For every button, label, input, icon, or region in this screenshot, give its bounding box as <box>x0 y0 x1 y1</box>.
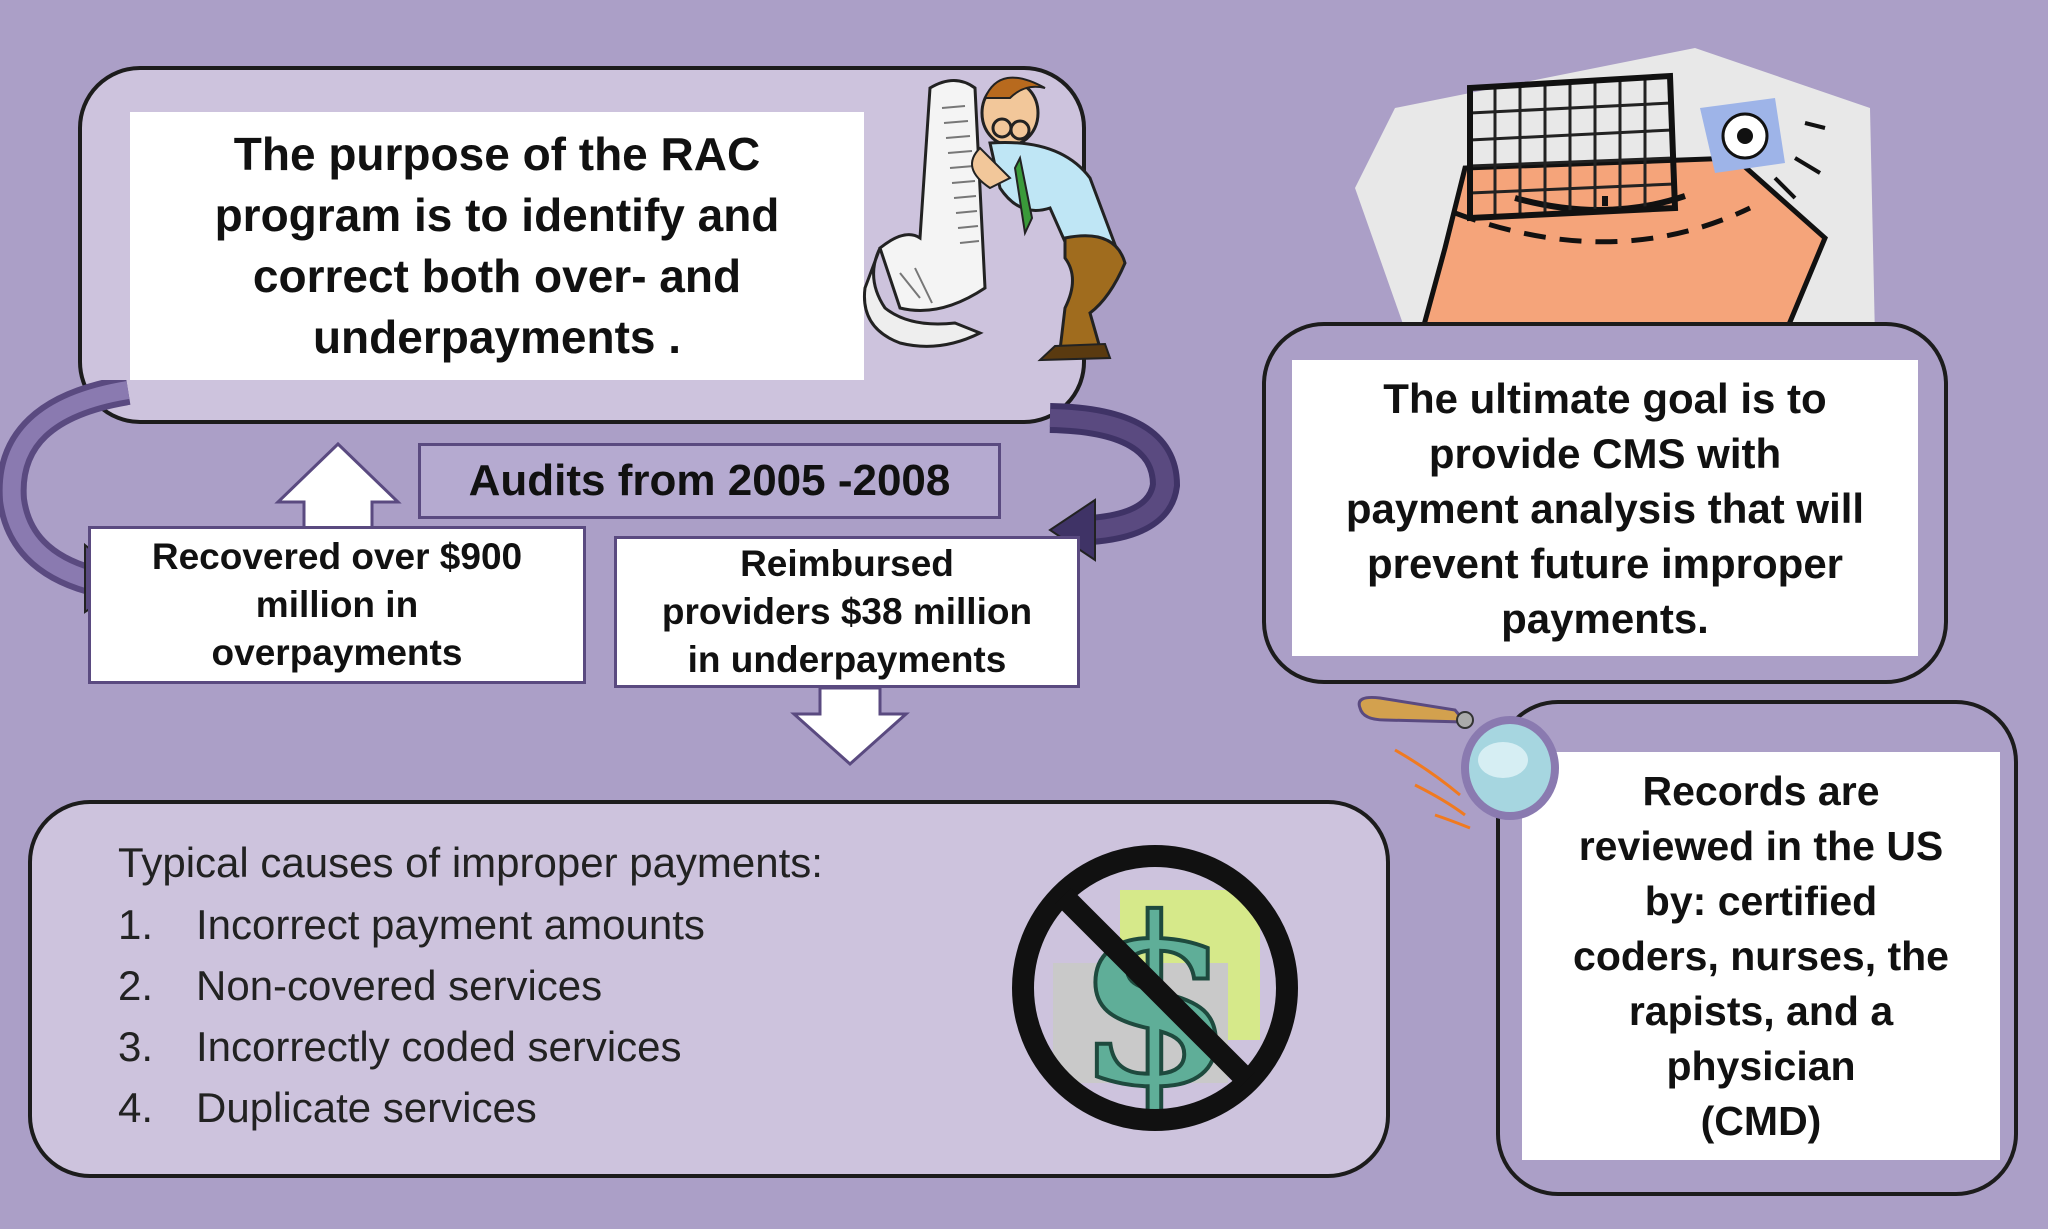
list-item: 1. Incorrect payment amounts <box>118 894 823 955</box>
soccer-goal-icon <box>1355 48 1875 361</box>
causes-title: Typical causes of improper payments: <box>118 839 823 886</box>
reimbursed-line: providers $38 million <box>661 591 1033 632</box>
list-item-number: 3. <box>118 1022 154 1070</box>
causes-content: Typical causes of improper payments: 1. … <box>118 832 823 1138</box>
purpose-line: The purpose of the RAC <box>233 128 761 180</box>
up-arrow <box>274 441 402 530</box>
recovered-box: Recovered over $900 million in overpayme… <box>88 526 586 684</box>
reimbursed-line: Reimbursed <box>740 543 954 584</box>
magnifying-glass-icon <box>1357 696 1559 830</box>
down-arrow <box>790 686 910 767</box>
purpose-text-box: The purpose of the RAC program is to ide… <box>130 112 864 380</box>
list-item-number: 2. <box>118 961 154 1009</box>
goal-line: prevent future improper <box>1366 539 1844 587</box>
reimbursed-line: in underpayments <box>687 639 1007 680</box>
records-line: physician <box>1666 1042 1856 1089</box>
records-line: Records are <box>1642 767 1880 814</box>
list-item-number: 1. <box>118 900 154 948</box>
records-line: by: certified <box>1644 877 1878 924</box>
right-curved-arrow <box>1048 403 1181 562</box>
goal-line: provide CMS with <box>1428 429 1782 477</box>
goal-line: payment analysis that will <box>1345 484 1865 532</box>
recovered-line: Recovered over $900 <box>151 536 523 577</box>
records-line: (CMD) <box>1700 1097 1822 1144</box>
list-item-text: Duplicate services <box>196 1083 537 1131</box>
list-item: 3. Incorrectly coded services <box>118 1016 823 1077</box>
audits-label-box: Audits from 2005 -2008 <box>418 443 1001 519</box>
records-line: coders, nurses, the <box>1573 932 1949 979</box>
goal-text-box: The ultimate goal is to provide CMS with… <box>1292 360 1918 656</box>
audits-label: Audits from 2005 -2008 <box>468 456 951 505</box>
man-reading-scroll-icon <box>862 76 1127 362</box>
list-item: 2. Non-covered services <box>118 955 823 1016</box>
records-text-box: Records are reviewed in the US by: certi… <box>1522 752 2000 1160</box>
no-money-icon: $ <box>1012 845 1298 1138</box>
list-item: 4. Duplicate services <box>118 1077 823 1138</box>
list-item-number: 4. <box>118 1083 154 1131</box>
recovered-line: overpayments <box>211 632 463 673</box>
list-item-text: Incorrect payment amounts <box>196 900 705 948</box>
reimbursed-box: Reimbursed providers $38 million in unde… <box>614 536 1080 688</box>
purpose-line: correct both over- and <box>252 250 742 302</box>
goal-line: The ultimate goal is to <box>1383 374 1827 422</box>
records-line: rapists, and a <box>1628 987 1894 1034</box>
recovered-line: million in <box>255 584 419 625</box>
purpose-line: underpayments . <box>312 311 682 363</box>
records-line: reviewed in the US <box>1578 822 1944 869</box>
list-item-text: Incorrectly coded services <box>196 1022 682 1070</box>
goal-line: payments. <box>1501 594 1709 642</box>
list-item-text: Non-covered services <box>196 961 603 1009</box>
purpose-line: program is to identify and <box>214 189 780 241</box>
